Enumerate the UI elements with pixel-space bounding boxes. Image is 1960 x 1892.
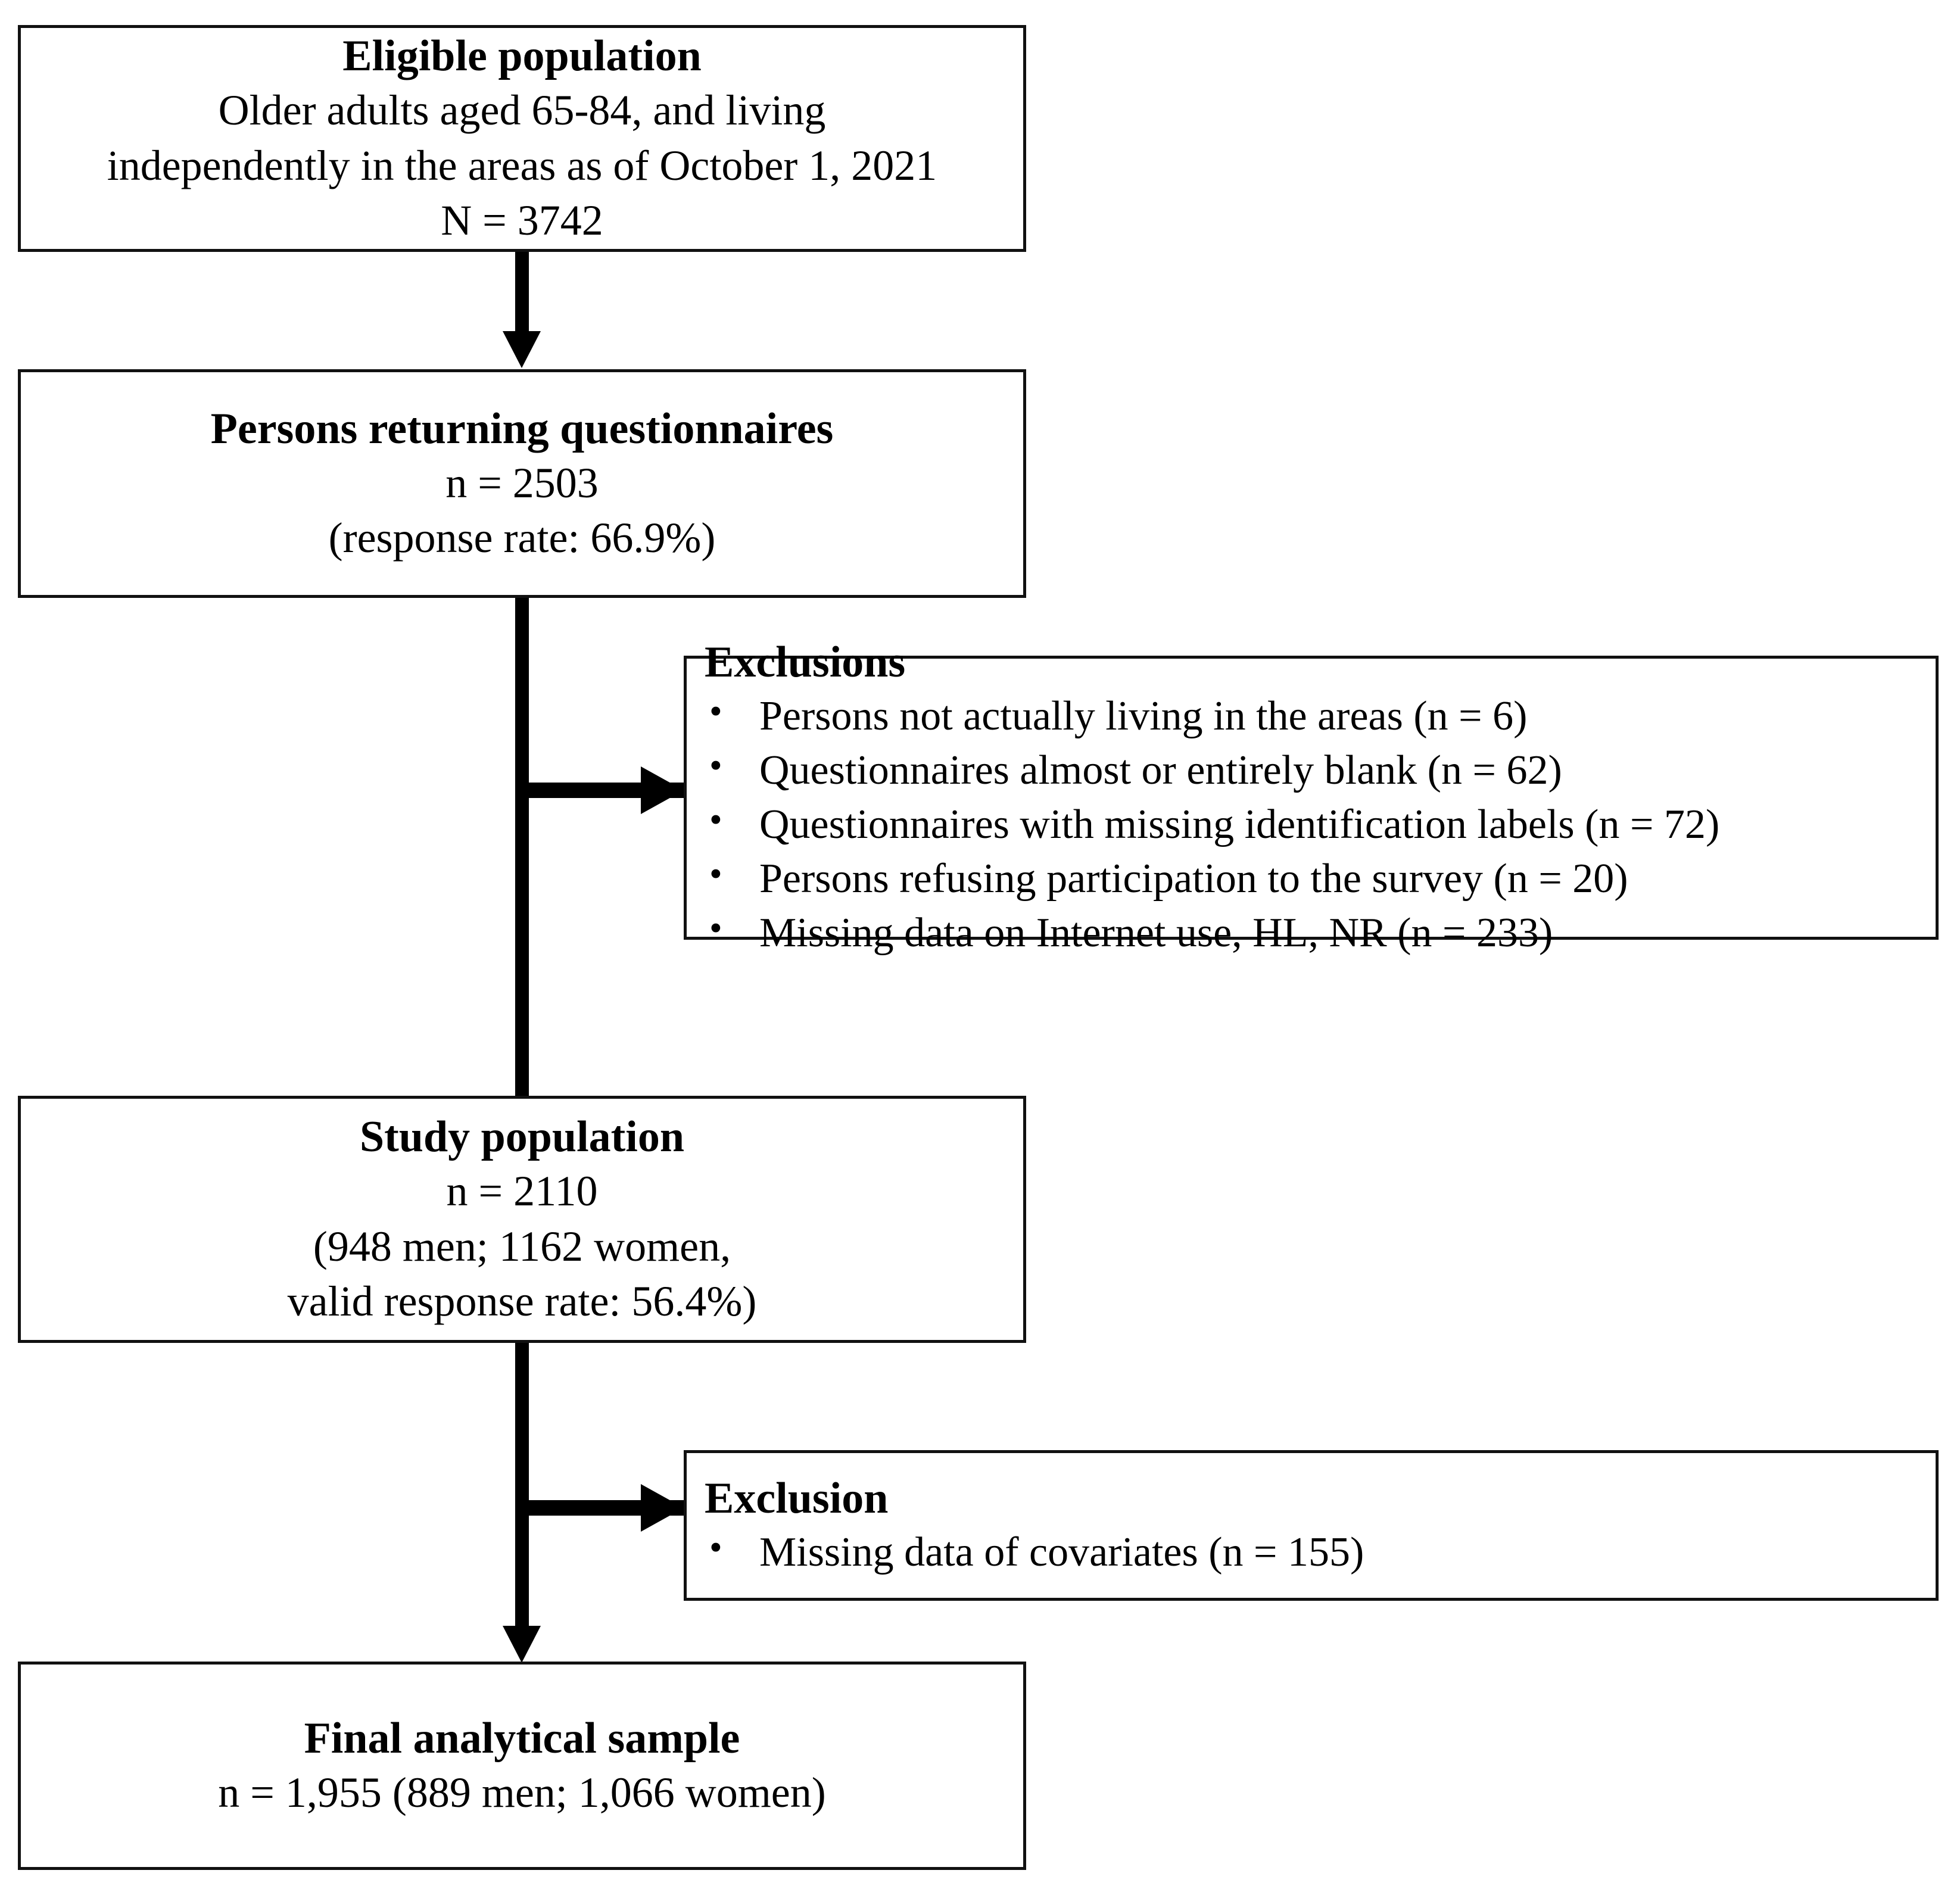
arrow-returning-to-study-shaft bbox=[515, 598, 529, 1096]
arrow-study-to-final-head bbox=[503, 1626, 541, 1663]
node-exclusion-covariates: Exclusion Missing data of covariates (n … bbox=[684, 1450, 1939, 1601]
arrow-eligible-to-returning-head bbox=[503, 331, 541, 368]
exclusions-list-item: Questionnaires almost or entirely blank … bbox=[705, 742, 1719, 797]
eligible-population-line-2: independently in the areas as of October… bbox=[107, 141, 937, 189]
node-study-population: Study population n = 2110 (948 men; 1162… bbox=[18, 1096, 1026, 1343]
exclusions-list-item: Questionnaires with missing identificati… bbox=[705, 796, 1719, 852]
study-population-valid-response-rate: valid response rate: 56.4%) bbox=[287, 1277, 757, 1325]
exclusions-title: Exclusions bbox=[705, 637, 906, 687]
arrow-eligible-to-returning-shaft bbox=[515, 252, 529, 332]
returning-questionnaires-title: Persons returning questionnaires bbox=[210, 404, 834, 453]
arrow-to-exclusions-head bbox=[641, 766, 684, 814]
final-analytical-sample-title: Final analytical sample bbox=[304, 1713, 740, 1763]
exclusion-covariates-title: Exclusion bbox=[705, 1473, 889, 1523]
exclusions-list: Persons not actually living in the areas… bbox=[705, 688, 1719, 960]
eligible-population-count: N = 3742 bbox=[441, 196, 603, 244]
returning-questionnaires-response-rate: (response rate: 66.9%) bbox=[328, 514, 716, 562]
exclusion-covariates-list: Missing data of covariates (n = 155) bbox=[705, 1524, 1364, 1579]
study-population-sex-breakdown: (948 men; 1162 women, bbox=[313, 1222, 731, 1270]
eligible-population-title: Eligible population bbox=[342, 32, 702, 81]
exclusions-list-item: Persons refusing participation to the su… bbox=[705, 850, 1719, 906]
final-analytical-sample-count: n = 1,955 (889 men; 1,066 women) bbox=[218, 1769, 826, 1817]
node-eligible-population: Eligible population Older adults aged 65… bbox=[18, 25, 1026, 252]
node-exclusions: Exclusions Persons not actually living i… bbox=[684, 638, 1939, 956]
exclusion-covariates-list-item: Missing data of covariates (n = 155) bbox=[705, 1524, 1364, 1579]
node-final-analytical-sample: Final analytical sample n = 1,955 (889 m… bbox=[18, 1662, 1026, 1870]
study-population-count: n = 2110 bbox=[446, 1167, 598, 1215]
node-persons-returning-questionnaires: Persons returning questionnaires n = 250… bbox=[18, 369, 1026, 598]
arrow-to-exclusion-covariates-head bbox=[641, 1484, 684, 1532]
exclusions-list-item: Persons not actually living in the areas… bbox=[705, 688, 1719, 743]
study-population-title: Study population bbox=[360, 1112, 684, 1162]
returning-questionnaires-count: n = 2503 bbox=[445, 459, 599, 507]
eligible-population-line-1: Older adults aged 65-84, and living bbox=[218, 86, 826, 135]
arrow-study-to-final-shaft bbox=[515, 1343, 529, 1629]
exclusions-list-item: Missing data on Internet use, HL, NR (n … bbox=[705, 905, 1719, 960]
